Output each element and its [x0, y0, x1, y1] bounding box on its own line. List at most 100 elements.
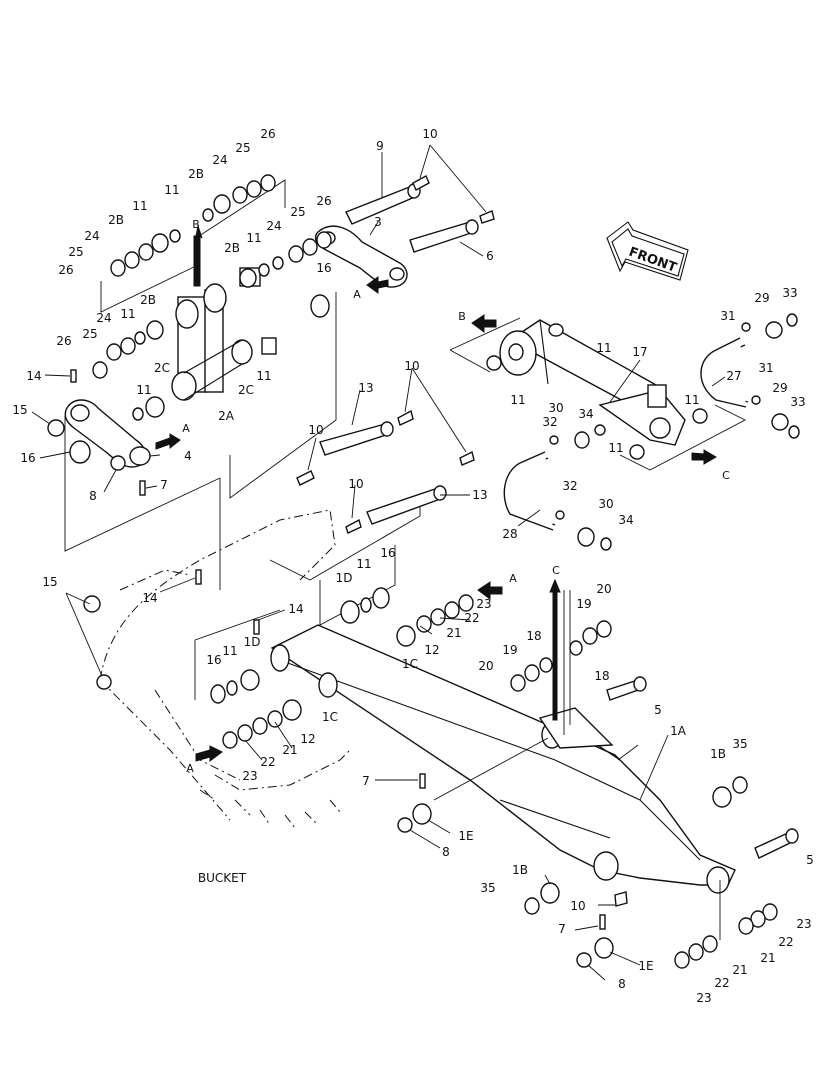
callout-28: 28 — [502, 527, 517, 541]
callout-13: 13 — [472, 488, 487, 502]
callout-10: 10 — [348, 477, 363, 491]
callout-33: 33 — [790, 395, 805, 409]
callout-21: 21 — [282, 743, 297, 757]
callout-1C: 1C — [402, 657, 418, 671]
callout-1D: 1D — [336, 571, 353, 585]
callout-numbers: 10 9 26 25 24 2B 11 B 11 2B 24 25 26 26 … — [12, 127, 813, 1005]
callout-34: 34 — [578, 407, 593, 421]
callout-21: 21 — [446, 626, 461, 640]
section-label-a: A — [353, 288, 361, 301]
callout-26: 26 — [316, 194, 331, 208]
callout-5: 5 — [654, 703, 662, 717]
callout-27: 27 — [726, 369, 741, 383]
callout-32: 32 — [542, 415, 557, 429]
callout-11: 11 — [132, 199, 147, 213]
callout-35: 35 — [480, 881, 495, 895]
callout-15: 15 — [42, 575, 57, 589]
callout-22: 22 — [778, 935, 793, 949]
callout-31: 31 — [758, 361, 773, 375]
callout-8: 8 — [618, 977, 626, 991]
callout-24: 24 — [84, 229, 99, 243]
callout-2C: 2C — [238, 383, 254, 397]
callout-5: 5 — [806, 853, 814, 867]
front-arrow: FRONT — [606, 221, 689, 281]
callout-12: 12 — [300, 732, 315, 746]
callout-16: 16 — [380, 546, 395, 560]
callout-23: 23 — [476, 597, 491, 611]
callout-20: 20 — [478, 659, 493, 673]
callout-34: 34 — [618, 513, 633, 527]
callout-12: 12 — [424, 643, 439, 657]
callout-7: 7 — [362, 774, 370, 788]
callout-24: 24 — [212, 153, 227, 167]
callout-25: 25 — [235, 141, 250, 155]
callout-1D: 1D — [244, 635, 261, 649]
callout-29: 29 — [772, 381, 787, 395]
callout-21: 21 — [760, 951, 775, 965]
callout-16: 16 — [316, 261, 331, 275]
callout-25: 25 — [290, 205, 305, 219]
callout-7: 7 — [558, 922, 566, 936]
callout-10: 10 — [422, 127, 437, 141]
callout-2A: 2A — [218, 409, 235, 423]
callout-25: 25 — [82, 327, 97, 341]
section-label-c: C — [722, 469, 730, 482]
callout-19: 19 — [576, 597, 591, 611]
callout-11: 11 — [356, 557, 371, 571]
callout-1C: 1C — [322, 710, 338, 724]
callout-11: 11 — [510, 393, 525, 407]
callout-24: 24 — [96, 311, 111, 325]
callout-14: 14 — [142, 591, 157, 605]
callout-2B: 2B — [224, 241, 240, 255]
section-label-a: A — [509, 572, 517, 585]
callout-11: 11 — [684, 393, 699, 407]
callout-1E: 1E — [638, 959, 653, 973]
callout-16: 16 — [206, 653, 221, 667]
callout-32: 32 — [562, 479, 577, 493]
section-arrows — [155, 224, 717, 762]
pins — [319, 183, 799, 859]
arm-cylinder-17 — [499, 319, 686, 446]
section-frames — [64, 179, 746, 700]
callout-14: 14 — [288, 602, 303, 616]
callout-18: 18 — [526, 629, 541, 643]
section-label-c: C — [552, 564, 560, 577]
callout-6: 6 — [486, 249, 494, 263]
callout-31: 31 — [720, 309, 735, 323]
callout-30: 30 — [548, 401, 563, 415]
callout-10: 10 — [404, 359, 419, 373]
callout-24: 24 — [266, 219, 281, 233]
callout-17: 17 — [632, 345, 647, 359]
callout-21: 21 — [732, 963, 747, 977]
callout-33: 33 — [782, 286, 797, 300]
callout-22: 22 — [260, 755, 275, 769]
callout-11: 11 — [256, 369, 271, 383]
callout-26: 26 — [260, 127, 275, 141]
callout-35: 35 — [732, 737, 747, 751]
callout-18: 18 — [594, 669, 609, 683]
section-label-a: A — [186, 762, 194, 775]
callout-23: 23 — [796, 917, 811, 931]
section-label-b: B — [458, 310, 466, 323]
callout-2B: 2B — [140, 293, 156, 307]
callout-8: 8 — [442, 845, 450, 859]
callout-3: 3 — [374, 215, 382, 229]
callout-13: 13 — [358, 381, 373, 395]
callout-29: 29 — [754, 291, 769, 305]
callout-11: 11 — [164, 183, 179, 197]
callout-11: 11 — [136, 383, 151, 397]
leader-lines — [31, 144, 726, 981]
link-4 — [64, 399, 151, 468]
callout-15: 15 — [12, 403, 27, 417]
callout-11: 11 — [596, 341, 611, 355]
callout-2B: 2B — [188, 167, 204, 181]
callout-11: 11 — [120, 307, 135, 321]
callout-2B: 2B — [108, 213, 124, 227]
callout-22: 22 — [714, 976, 729, 990]
callout-16: 16 — [20, 451, 35, 465]
callout-23: 23 — [242, 769, 257, 783]
callout-2C: 2C — [154, 361, 170, 375]
callout-4: 4 — [184, 449, 192, 463]
callout-7: 7 — [160, 478, 168, 492]
